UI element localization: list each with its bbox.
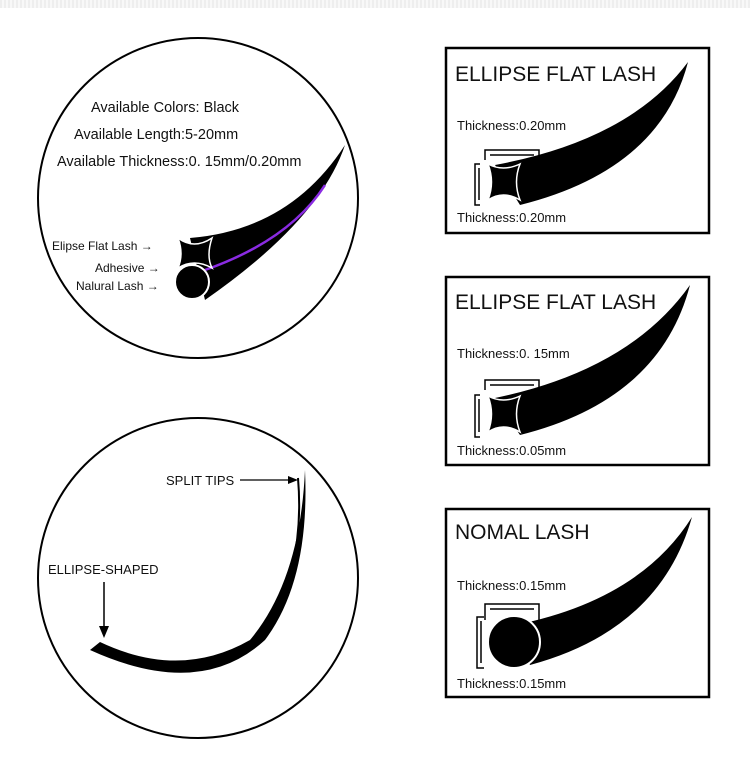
top-circle xyxy=(37,37,359,359)
split-tip-lash xyxy=(90,470,306,673)
label-natural-lash: Nalural Lash → xyxy=(76,279,159,293)
box-2-title: ELLIPSE FLAT LASH xyxy=(455,291,657,314)
purple-adhesive-line xyxy=(204,184,327,272)
box-1-title: ELLIPSE FLAT LASH xyxy=(455,63,657,86)
label-adhesive: Adhesive → xyxy=(95,261,160,275)
ellipse-shaped-label: ELLIPSE-SHAPED xyxy=(48,562,159,577)
spec-length: Available Length:5-20mm xyxy=(74,127,239,143)
box-2-thickness-bottom: Thickness:0.05mm xyxy=(457,443,567,458)
box-1-thickness-top: Thickness:0.20mm xyxy=(457,118,567,133)
label-text: Nalural Lash xyxy=(76,279,144,293)
bottom-circle xyxy=(37,417,359,739)
label-text: Elipse Flat Lash xyxy=(52,239,138,253)
box-1-thickness-bottom: Thickness:0.20mm xyxy=(457,210,567,225)
spec-colors: Available Colors: Black xyxy=(91,100,240,116)
ellipse-flat-lash-cross-section xyxy=(176,235,214,270)
natural-lash-cross-section xyxy=(174,264,210,300)
spec-thickness: Available Thickness:0. 15mm/0.20mm xyxy=(57,154,302,170)
box-2-lash xyxy=(474,285,690,438)
box-2-frame xyxy=(444,275,711,467)
box-2-thickness-top: Thickness:0. 15mm xyxy=(457,346,570,361)
split-tips-label: SPLIT TIPS xyxy=(166,473,235,488)
box-3-thickness-top: Thickness:0.15mm xyxy=(457,578,567,593)
box-3-title: NOMAL LASH xyxy=(455,521,590,544)
label-elipse-flat-lash: Elipse Flat Lash → xyxy=(52,239,153,253)
top-border xyxy=(0,0,750,8)
box-1-lash xyxy=(474,62,688,206)
label-text: Adhesive xyxy=(95,261,145,275)
box-3-lash xyxy=(476,517,692,669)
box-3-frame xyxy=(444,507,711,699)
box-1-frame xyxy=(444,46,711,235)
box-3-thickness-bottom: Thickness:0.15mm xyxy=(457,676,567,691)
